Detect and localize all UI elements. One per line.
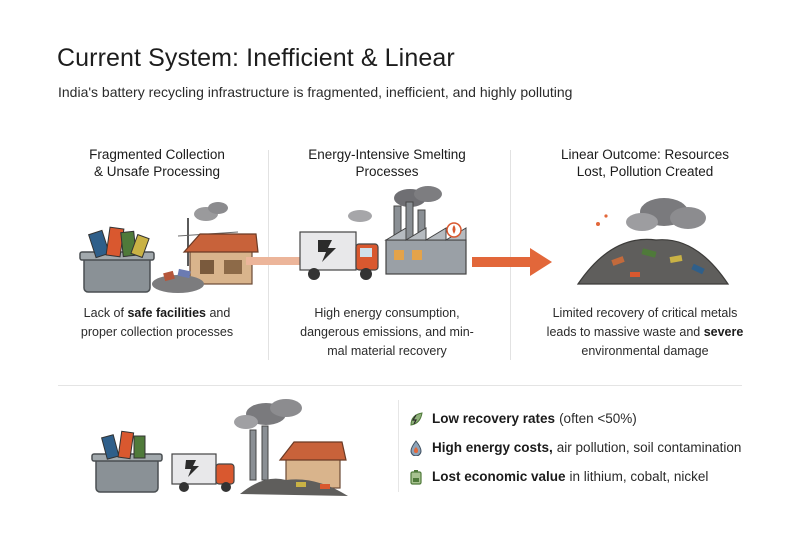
collection-shack-illustration [79,202,259,293]
stage-description: High energy consumption, dangerous emiss… [300,306,474,358]
smelting-factory-illustration [299,186,467,280]
factory-building [385,239,467,275]
waste-heap [576,238,730,285]
stage-heading: Fragmented Collection & Unsafe Processin… [89,147,225,179]
waste-pile-illustration [576,198,730,285]
impact-list: Low recovery rates(often <50%) High ener… [408,404,741,491]
stage-description: Limited recovery of critical metals lead… [546,306,744,358]
stage-heading: Energy-Intensive Smelting Processes [308,147,466,179]
battery-loss-icon [408,469,424,485]
stage-fragmented-collection: Fragmented Collection & Unsafe Processin… [40,146,274,339]
flow-arrow [472,248,552,276]
list-item: High energy costs,air pollution, soil co… [408,433,741,462]
stage-heading: Linear Outcome: Resources Lost, Pollutio… [560,147,730,179]
stage-energy-intensive-smelting: Energy-Intensive Smelting Processes High… [270,146,504,358]
bottom-divider [398,400,399,492]
column-divider [268,150,269,360]
drop-flame-icon [408,439,424,456]
page-title: Current System: Inefficient & Linear [57,44,455,72]
list-item: Low recovery rates(often <50%) [408,404,741,433]
lightning-leaf-icon [408,411,424,427]
page-subtitle: India's battery recycling infrastructure… [58,84,573,100]
linear-system-illustration [91,399,348,496]
column-divider [510,150,511,360]
shack-roof [182,233,259,253]
stage-linear-outcome: Linear Outcome: Resources Lost, Pollutio… [528,146,762,358]
flow-arrow [246,257,302,265]
stage-description: Lack of safe facilities and proper colle… [80,306,234,339]
section-divider [58,385,742,386]
